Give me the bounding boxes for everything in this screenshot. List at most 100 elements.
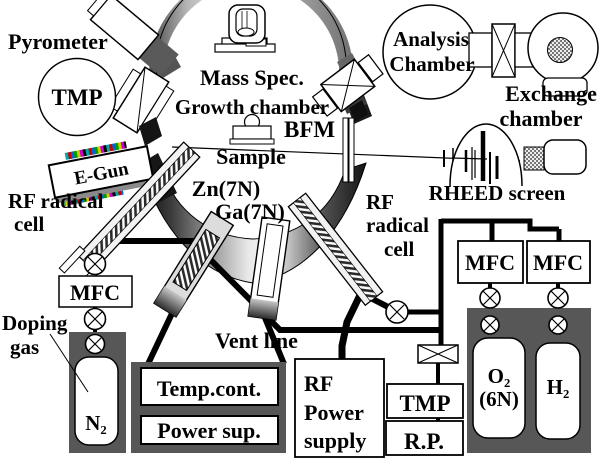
- rf-power-label-2: Power: [304, 400, 364, 425]
- cell-crucible: [256, 223, 284, 298]
- effusion-cell-ga: [247, 216, 291, 321]
- gas-frame-top: [441, 218, 559, 232]
- rheed-screen-dome: [449, 123, 523, 187]
- ga-cell-feed-line: [260, 311, 287, 366]
- pyrometer-device: [86, 0, 179, 77]
- rf-power-label-1: RF: [304, 371, 333, 396]
- rf-right-label-2: radical: [366, 213, 429, 237]
- growth-chamber-label: Growth chamber: [175, 95, 329, 119]
- exchange-viewport: [547, 37, 573, 63]
- h2-bottle: [535, 342, 581, 440]
- tmp-left-pump: [37, 57, 117, 137]
- rp-box: [385, 420, 464, 456]
- valve-n2-bottle: [84, 333, 106, 355]
- exchange-label-1: Exchange: [505, 81, 597, 106]
- exchange-label-2: chamber: [499, 106, 582, 131]
- zn-cell-feed-line: [145, 303, 179, 366]
- analysis-valve-flange-dark: [349, 100, 368, 121]
- pyrometer-cap: [86, 0, 109, 17]
- bfm-label: BFM: [284, 117, 335, 142]
- valve-diagonal: [136, 67, 146, 133]
- mfc-box-doping: [58, 275, 133, 308]
- ga-cell-label: Ga(7N): [215, 199, 285, 224]
- cell-stripe: [293, 197, 378, 302]
- valve-doping-upper: [83, 252, 107, 276]
- rheed-window-rod: [342, 117, 349, 183]
- cell-cap: [248, 298, 279, 320]
- valve-connector: [357, 53, 384, 83]
- rf-right-label-3: cell: [384, 237, 414, 261]
- exchange-base: [542, 77, 588, 97]
- valve-x: [417, 344, 459, 364]
- mfc-box-o2: [457, 240, 524, 284]
- rf-cell-power-line: [338, 289, 366, 361]
- temp-cont-label: Temp.cont.: [157, 376, 261, 401]
- egun-shadow: [55, 178, 155, 204]
- valve-doping-lower: [83, 307, 107, 331]
- zn-cell-label: Zn(7N): [192, 176, 260, 201]
- tmp-left-label: TMP: [51, 85, 102, 110]
- mass-spec-coil-base: [237, 27, 255, 37]
- egun-body: [47, 145, 155, 199]
- analysis-label-1: Analysis: [393, 27, 469, 51]
- cell-fork-rod: [58, 245, 86, 274]
- mfc-h2-label: MFC: [533, 250, 583, 275]
- cell-cap: [153, 286, 187, 317]
- mass-spec-device: [214, 4, 276, 53]
- rf-left-label-1: RF radical: [8, 189, 104, 213]
- doping-gas-label-1: Doping: [2, 311, 68, 335]
- valve-connector: [311, 88, 339, 117]
- rf-left-label-2: cell: [14, 212, 44, 236]
- mfc-o2-label: MFC: [465, 250, 515, 275]
- power-sup-box: [140, 415, 279, 445]
- egun-port-flange: [139, 117, 162, 146]
- rf-right-label-1: RF: [366, 190, 394, 214]
- hand-valves: [83, 252, 569, 355]
- temp-cont-box: [140, 367, 279, 406]
- analysis-label-2: Chamber: [389, 52, 474, 76]
- rp-label: R.P.: [404, 429, 444, 454]
- tmp-bottom-label: TMP: [399, 391, 450, 416]
- valve-x: [491, 23, 516, 78]
- o2-label-1: O₂: [488, 364, 511, 388]
- o2-label-2: (6N): [479, 387, 519, 411]
- vent-line-label: Vent line: [215, 328, 298, 353]
- vent-line-pipe: [110, 238, 441, 333]
- bfm-base: [229, 138, 275, 145]
- bfm-device: [229, 113, 275, 145]
- ring-outer-edge: [155, 0, 347, 90]
- rheed-camera: [543, 139, 587, 175]
- gate-valve-pump: [417, 344, 459, 364]
- rheed-window-rod: [348, 117, 355, 183]
- power-sup-label: Power sup.: [157, 418, 261, 443]
- rf-radical-cell-right: [287, 192, 384, 307]
- valve-o2-upper: [479, 287, 501, 309]
- valve-rf-cell-gas: [385, 300, 409, 324]
- valve-o2-bottle: [480, 315, 500, 335]
- sample-label: Sample: [216, 144, 286, 169]
- e-gun: E-Gun: [47, 141, 155, 206]
- mass-spec-flange-base: [214, 43, 276, 53]
- o2-bottle: [472, 337, 526, 439]
- bfm-body: [232, 125, 272, 140]
- effusion-cell-zn: [153, 210, 235, 318]
- mass-spec-label: Mass Spec.: [200, 65, 304, 90]
- n2-bottle: [74, 356, 119, 446]
- rf-power-label-3: supply: [304, 428, 366, 453]
- n2-label: N₂: [85, 411, 106, 435]
- mfc-doping-label: MFC: [70, 280, 120, 305]
- doping-gas-label-2: gas: [10, 335, 39, 359]
- tmp-bottom-box: [386, 383, 464, 419]
- valve-h2-bottle: [548, 315, 568, 335]
- valve-h2-upper: [547, 287, 569, 309]
- cell-crucible: [172, 228, 221, 292]
- rheed-diffraction-streaks: [464, 131, 499, 184]
- doping-gas-pointer: [49, 333, 89, 393]
- rheed-screen-label: RHEED screen: [429, 181, 566, 205]
- mfc-box-h2: [526, 240, 591, 284]
- pyrometer-label: Pyrometer: [8, 29, 108, 54]
- rf-power-supply-box: [294, 358, 385, 458]
- color-noise-strip: [64, 141, 127, 160]
